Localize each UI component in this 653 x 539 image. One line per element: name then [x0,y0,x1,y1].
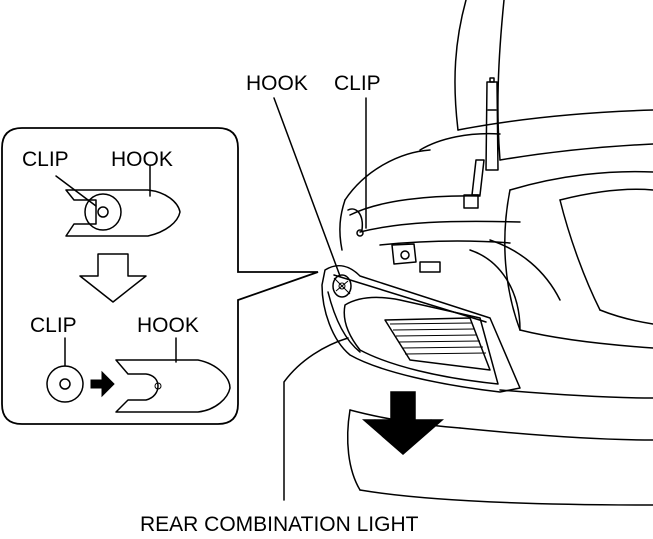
leader-lines [273,97,367,501]
label-clip-main: CLIP [334,72,381,95]
label-clip-inset-top: CLIP [22,148,69,171]
label-clip-inset-bottom: CLIP [30,314,77,337]
clip-shape-top [84,193,122,231]
liftgate-gas-strut [463,77,499,209]
label-hook-inset-top: HOOK [111,148,173,171]
rear-combination-light [321,264,521,393]
down-arrow-icon [79,253,147,303]
pull-direction-arrow [361,391,445,455]
hook-shape-bottom [115,359,231,413]
hook-shape-top [65,189,181,237]
insert-arrow-icon [90,370,115,398]
label-rear-combination-light: REAR COMBINATION LIGHT [140,513,419,536]
label-hook-inset-bottom: HOOK [137,314,199,337]
label-hook-main: HOOK [246,72,308,95]
clip-hook-detail-inset [1,127,319,425]
